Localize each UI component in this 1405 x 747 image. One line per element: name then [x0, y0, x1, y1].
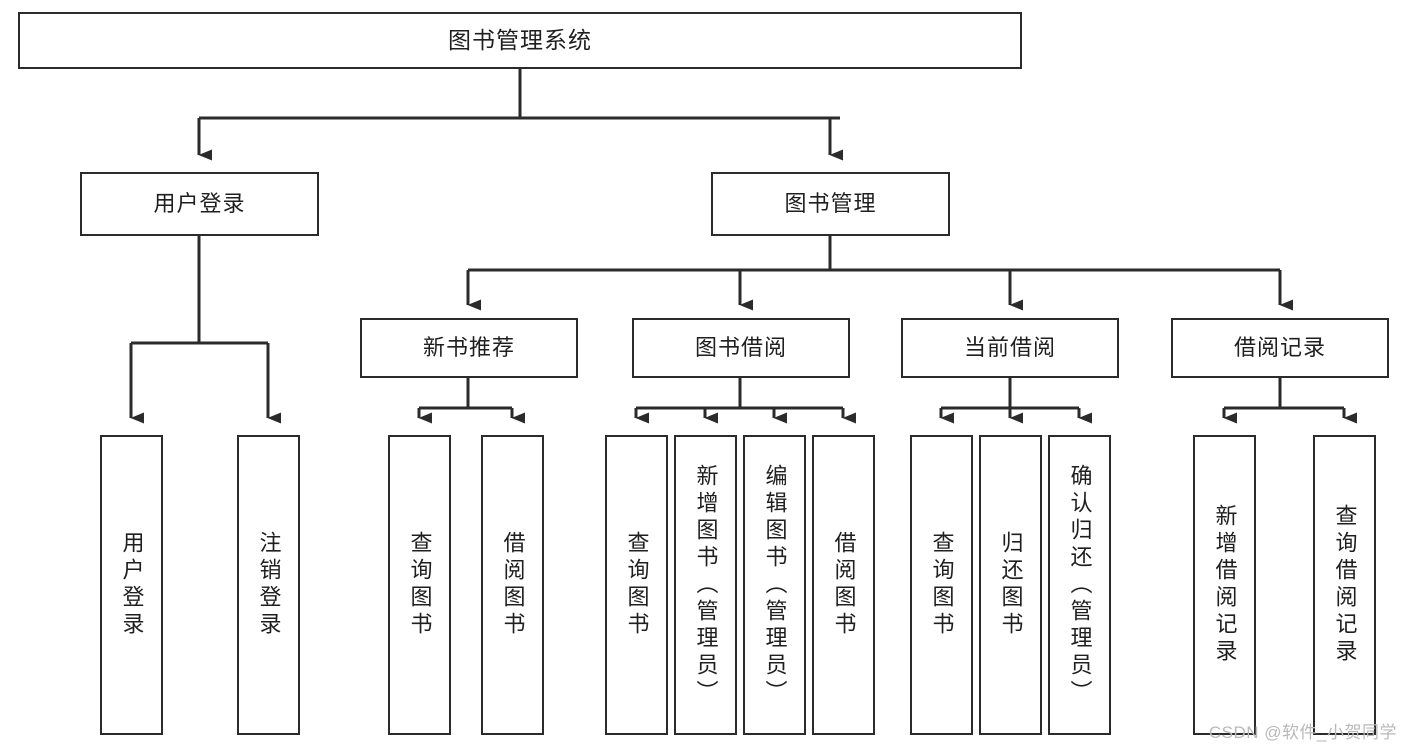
- leaf-logout[interactable]: 注销登录: [237, 435, 300, 735]
- node-new-book-recommend[interactable]: 新书推荐: [360, 318, 578, 378]
- leaf-query-book-current[interactable]: 查询图书: [910, 435, 973, 735]
- leaf-query-borrow-record[interactable]: 查询借阅记录: [1313, 435, 1376, 735]
- leaf-add-book-admin[interactable]: 新增图书（管理员）: [674, 435, 737, 735]
- leaf-label: 新增借阅记录: [1212, 504, 1238, 666]
- leaf-label: 归还图书: [998, 531, 1024, 639]
- leaf-query-book-recommend[interactable]: 查询图书: [388, 435, 451, 735]
- node-book-borrow[interactable]: 图书借阅: [632, 318, 850, 378]
- leaf-label: 注销登录: [256, 531, 282, 639]
- leaf-label: 查询借阅记录: [1332, 504, 1358, 666]
- leaf-return-book[interactable]: 归还图书: [979, 435, 1042, 735]
- leaf-borrow-book[interactable]: 借阅图书: [812, 435, 875, 735]
- leaf-borrow-book-recommend[interactable]: 借阅图书: [481, 435, 544, 735]
- node-label: 借阅记录: [1233, 335, 1326, 361]
- node-label: 图书借阅: [694, 335, 787, 361]
- leaf-label: 借阅图书: [831, 531, 857, 639]
- leaf-label: 借阅图书: [500, 531, 526, 639]
- leaf-label: 用户登录: [119, 531, 145, 639]
- node-root-system[interactable]: 图书管理系统: [18, 12, 1022, 69]
- leaf-confirm-return-admin[interactable]: 确认归还（管理员）: [1048, 435, 1111, 735]
- node-borrow-record[interactable]: 借阅记录: [1171, 318, 1389, 378]
- node-user-login[interactable]: 用户登录: [80, 172, 319, 236]
- node-label: 用户登录: [153, 191, 246, 217]
- node-label: 当前借阅: [963, 335, 1056, 361]
- node-label: 新书推荐: [422, 335, 515, 361]
- leaf-edit-book-admin[interactable]: 编辑图书（管理员）: [743, 435, 806, 735]
- leaf-query-book-borrow[interactable]: 查询图书: [605, 435, 668, 735]
- node-current-borrow[interactable]: 当前借阅: [901, 318, 1119, 378]
- leaf-label: 确认归还（管理员）: [1067, 463, 1093, 707]
- node-book-management[interactable]: 图书管理: [711, 172, 950, 236]
- leaf-label: 查询图书: [407, 531, 433, 639]
- leaf-user-login[interactable]: 用户登录: [100, 435, 163, 735]
- leaf-add-borrow-record[interactable]: 新增借阅记录: [1193, 435, 1256, 735]
- node-label: 图书管理: [784, 191, 877, 217]
- leaf-label: 编辑图书（管理员）: [762, 463, 788, 707]
- leaf-label: 查询图书: [624, 531, 650, 639]
- node-label: 图书管理系统: [448, 27, 592, 54]
- leaf-label: 新增图书（管理员）: [693, 463, 719, 707]
- leaf-label: 查询图书: [929, 531, 955, 639]
